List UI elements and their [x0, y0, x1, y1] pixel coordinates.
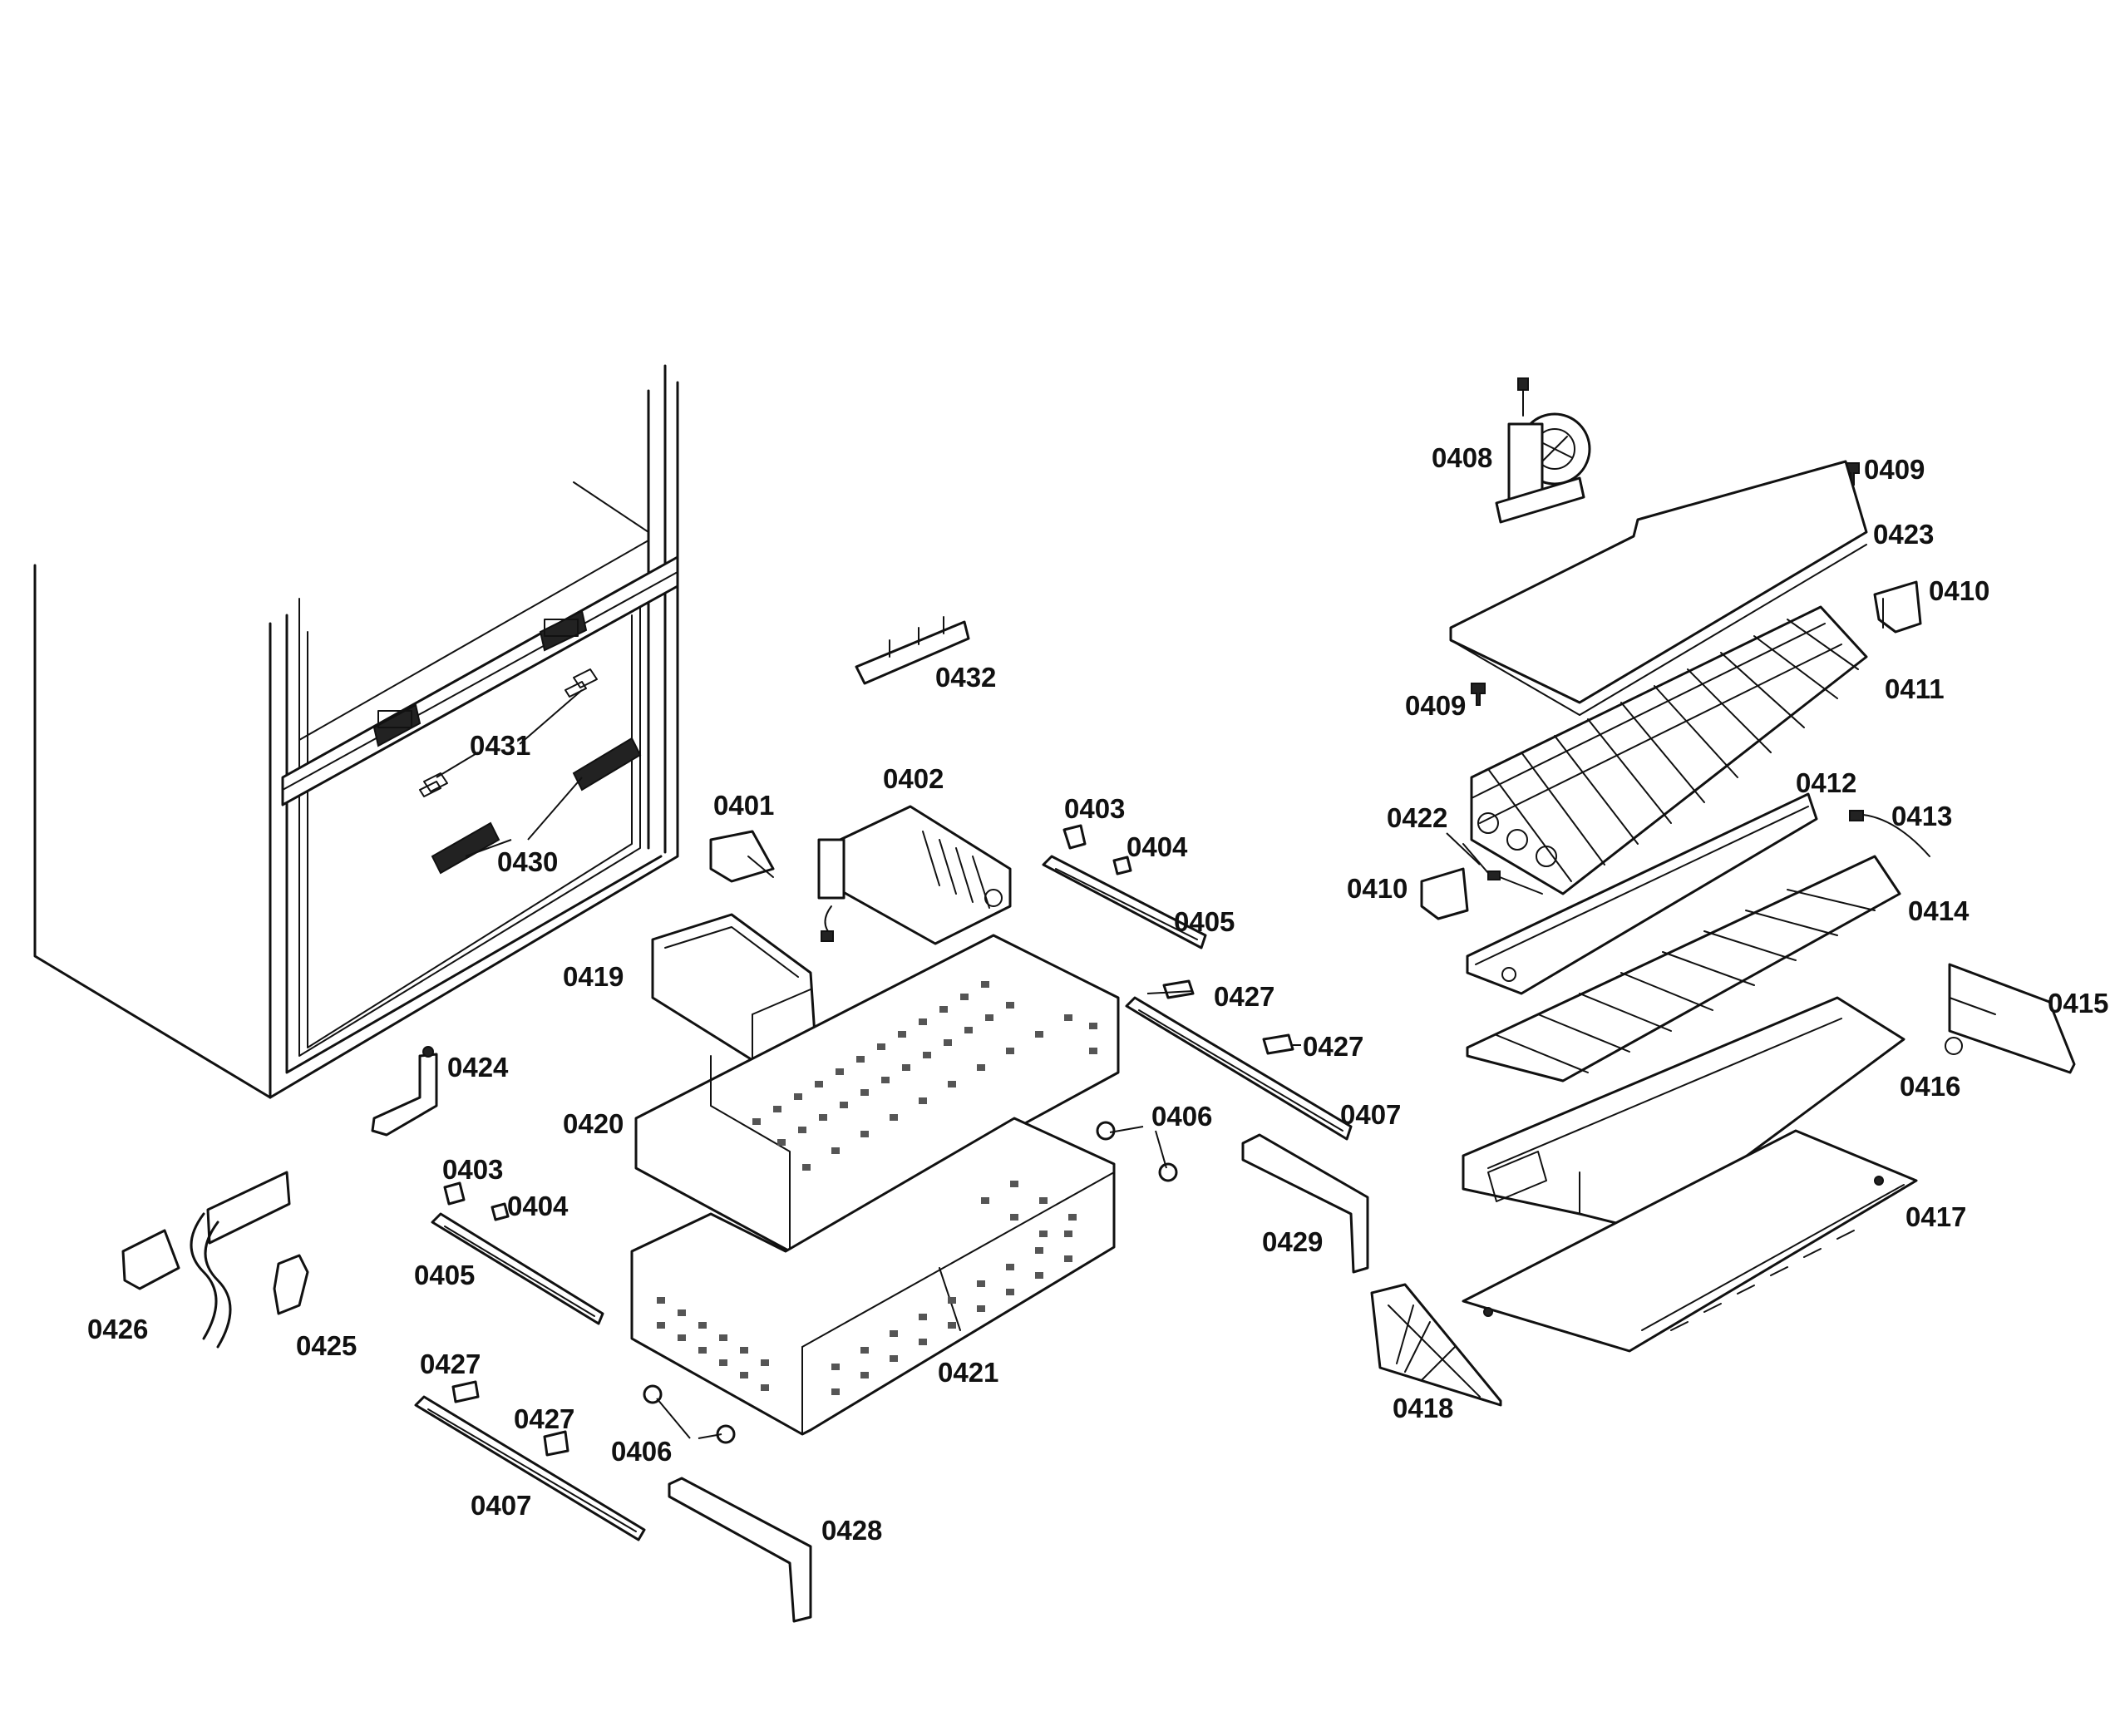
- door-hinge-plate: [121, 1171, 291, 1349]
- label-0426: 0426: [87, 1314, 148, 1344]
- label-0407-lower: 0407: [471, 1490, 531, 1521]
- lamp-socket: [423, 668, 598, 792]
- evaporator-cover-panel: [1449, 460, 1868, 716]
- label-0417: 0417: [1905, 1201, 1966, 1232]
- hinge-bracket: [371, 1046, 438, 1137]
- label-0429: 0429: [1262, 1226, 1323, 1257]
- roller-upper-a: [1096, 1121, 1116, 1141]
- label-0410-lower: 0410: [1347, 873, 1408, 904]
- label-0409-lower: 0409: [1405, 690, 1466, 721]
- slide-rail-upper: [1042, 855, 1207, 949]
- label-0403-upper: 0403: [1064, 793, 1125, 824]
- label-0415: 0415: [2048, 988, 2108, 1018]
- label-0409-upper: 0409: [1864, 454, 1925, 485]
- ice-maker: [817, 805, 1012, 945]
- label-0407-upper: 0407: [1340, 1099, 1401, 1130]
- label-0425: 0425: [296, 1330, 357, 1361]
- slide-stop-upper: [1112, 856, 1132, 875]
- label-0427-upper-b: 0427: [1303, 1031, 1363, 1062]
- label-0410-upper: 0410: [1929, 575, 1989, 606]
- slide-rail-lower: [431, 1212, 604, 1325]
- pad-lower-b: [543, 1430, 569, 1457]
- fan-shroud: [1370, 1283, 1502, 1407]
- label-0411: 0411: [1885, 673, 1945, 704]
- label-0405-upper: 0405: [1174, 906, 1235, 937]
- rear-cover-plate: [1462, 1129, 1918, 1353]
- label-0418: 0418: [1393, 1393, 1453, 1423]
- label-0427-lower-b: 0427: [514, 1403, 574, 1434]
- label-0428: 0428: [821, 1515, 882, 1546]
- label-0430: 0430: [497, 846, 558, 877]
- upper-freezer-basket: [634, 934, 1120, 1253]
- label-0408: 0408: [1432, 442, 1492, 473]
- slide-rail-long-upper: [1125, 996, 1353, 1141]
- clip-lower: [1420, 867, 1469, 920]
- label-0422: 0422: [1387, 802, 1447, 833]
- defrost-sensor: [1462, 843, 1543, 895]
- label-0431: 0431: [470, 730, 530, 761]
- slide-clip-upper: [1062, 824, 1087, 850]
- leader-lines: [436, 689, 1481, 1439]
- pad-lower-a: [451, 1380, 480, 1403]
- label-0404-upper: 0404: [1127, 831, 1188, 862]
- side-bracket: [1945, 963, 2076, 1074]
- pad-upper-b: [1262, 1033, 1294, 1055]
- label-0427-lower-a: 0427: [420, 1349, 481, 1379]
- label-0402: 0402: [883, 763, 944, 794]
- label-0432: 0432: [935, 662, 996, 693]
- fan-motor-assembly: [1495, 377, 1591, 524]
- defrost-heater-tray: [1466, 792, 1818, 995]
- label-0420: 0420: [563, 1108, 624, 1139]
- label-0414: 0414: [1908, 895, 1970, 926]
- label-0419: 0419: [563, 961, 624, 992]
- drain-tray: [1466, 855, 1901, 1083]
- slide-clip-lower: [443, 1181, 466, 1206]
- lower-freezer-basket: [630, 1117, 1116, 1436]
- label-0416: 0416: [1900, 1071, 1960, 1102]
- slide-stop-lower: [491, 1202, 510, 1221]
- label-0427-upper-a: 0427: [1214, 981, 1274, 1012]
- label-0406-upper: 0406: [1151, 1101, 1212, 1132]
- clip-upper: [1873, 580, 1922, 634]
- label-0401: 0401: [713, 790, 774, 821]
- label-0421: 0421: [938, 1357, 998, 1388]
- screw-lower: [1471, 683, 1486, 706]
- ice-maker-housing: [709, 830, 775, 883]
- part-labels: 0408 0409 0423 0410 0411 0409 0432 0431 …: [87, 442, 2108, 1546]
- support-bracket-left: [668, 1477, 812, 1623]
- label-0406-lower: 0406: [611, 1436, 672, 1467]
- thermostat: [1849, 810, 1930, 857]
- support-bracket-right: [1241, 1133, 1369, 1274]
- refrigerator-cabinet: [33, 364, 679, 1099]
- control-switch-strip: [855, 616, 970, 685]
- pad-upper-a: [1162, 979, 1195, 999]
- label-0424: 0424: [447, 1052, 509, 1083]
- label-0423: 0423: [1873, 519, 1934, 550]
- label-0405-lower: 0405: [414, 1260, 475, 1290]
- hinge-cap: [273, 1254, 309, 1315]
- evaporator-coil: [1470, 605, 1868, 895]
- slide-rail-long-lower: [414, 1395, 646, 1541]
- label-0412: 0412: [1796, 767, 1856, 798]
- roller-upper-b: [1158, 1162, 1178, 1182]
- label-0403-lower: 0403: [442, 1154, 503, 1185]
- label-0404-lower: 0404: [507, 1191, 569, 1221]
- label-0413: 0413: [1891, 801, 1952, 831]
